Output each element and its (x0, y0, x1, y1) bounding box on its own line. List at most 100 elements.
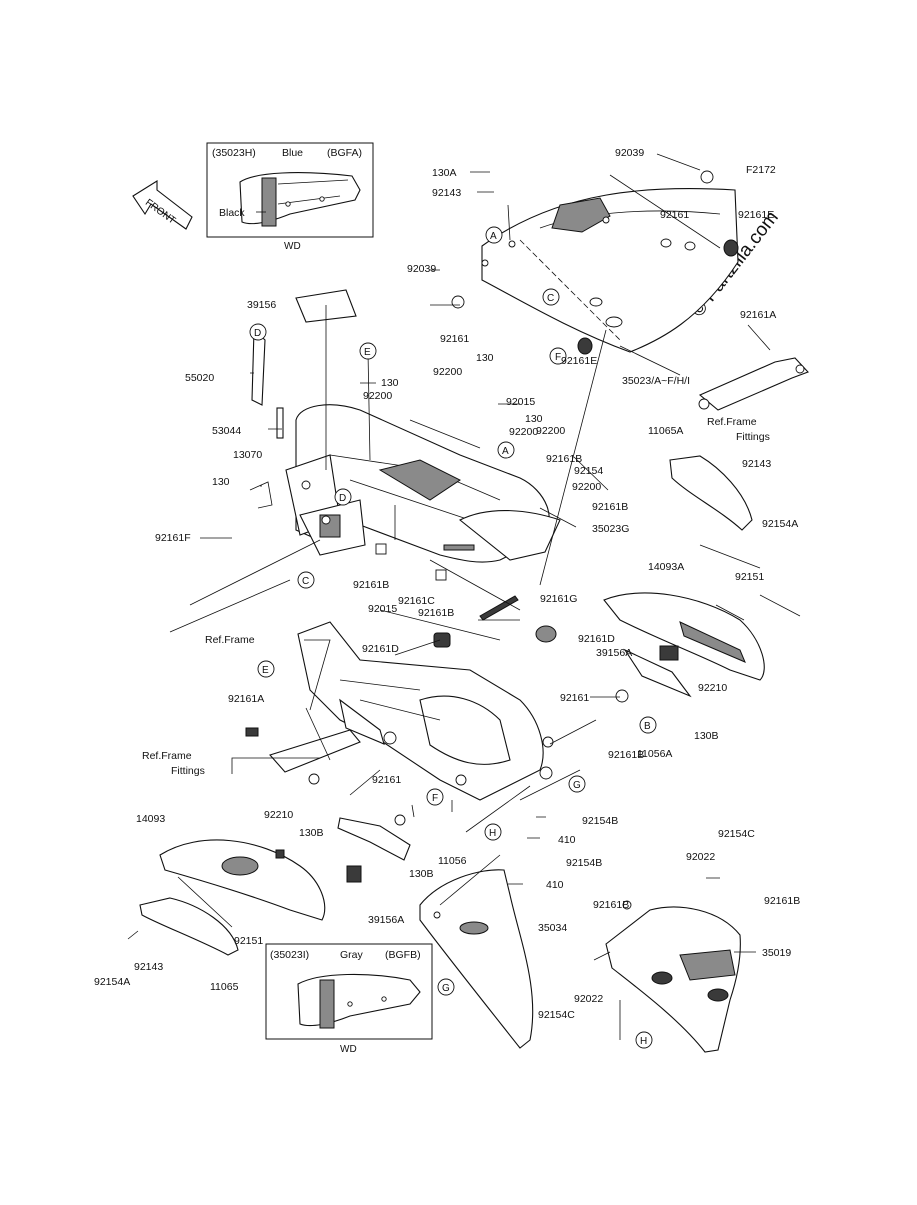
svg-text:D: D (254, 328, 261, 339)
part-label-92154a[interactable]: 92154A (762, 518, 798, 530)
inset-gray-color: Gray (340, 949, 364, 961)
part-label-35023-a-f-h-i[interactable]: 35023/A~F/H/I (622, 375, 690, 387)
svg-text:F: F (432, 793, 438, 804)
svg-text:C: C (302, 576, 309, 587)
part-label-130b[interactable]: 130B (409, 868, 434, 880)
part-label-92200[interactable]: 92200 (363, 390, 392, 402)
part-label-39156a[interactable]: 39156A (368, 914, 404, 926)
inset-gray-caption: WD (340, 1044, 357, 1055)
part-label-92161b[interactable]: 92161B (764, 895, 800, 907)
part-label-92161[interactable]: 92161 (440, 333, 469, 345)
part-label-92161b[interactable]: 92161B (418, 607, 454, 619)
part-label-92161e[interactable]: 92161E (561, 355, 597, 367)
part-label-130[interactable]: 130 (476, 352, 494, 364)
part-label-11056[interactable]: 11056 (438, 855, 467, 867)
part-label-35034[interactable]: 35034 (538, 922, 567, 934)
part-label-35023g[interactable]: 35023G (592, 523, 629, 535)
part-label-11056a[interactable]: 11056A (637, 748, 672, 760)
part-label-92039[interactable]: 92039 (407, 263, 436, 275)
part-label-92161d[interactable]: 92161D (578, 633, 615, 645)
svg-text:F: F (555, 352, 561, 363)
part-label-92015[interactable]: 92015 (368, 603, 397, 615)
part-label-92161b[interactable]: 92161B (353, 579, 389, 591)
part-label-92200[interactable]: 92200 (509, 426, 538, 438)
part-label-14093[interactable]: 14093 (136, 813, 165, 825)
side-cover-14093 (159, 839, 362, 921)
svg-text:D: D (339, 493, 346, 504)
part-label-130[interactable]: 130 (381, 377, 399, 389)
letter-e-mid: E (257, 660, 275, 678)
frame-fittings-top-right (698, 357, 809, 411)
part-label-130a[interactable]: 130A (432, 167, 457, 179)
ref-frame-mid: Ref.Frame (205, 634, 255, 646)
part-label-130[interactable]: 130 (212, 476, 230, 488)
part-label-92200[interactable]: 92200 (572, 481, 601, 493)
part-label-92161a[interactable]: 92161A (228, 693, 264, 705)
letter-g-bottom: G (437, 978, 455, 996)
part-label-92161b[interactable]: 92161B (546, 453, 582, 465)
part-label-92200[interactable]: 92200 (433, 366, 462, 378)
part-label-92143[interactable]: 92143 (432, 187, 461, 199)
part-label-92151[interactable]: 92151 (735, 571, 764, 583)
part-label-92210[interactable]: 92210 (698, 682, 727, 694)
part-label-92015[interactable]: 92015 (506, 396, 535, 408)
part-label-92161d[interactable]: 92161D (362, 643, 399, 655)
part-label-92161b[interactable]: 92161B (593, 899, 629, 911)
letter-a-mid: A (497, 441, 515, 459)
part-label-92154b[interactable]: 92154B (566, 857, 602, 869)
leader-lines (127, 153, 801, 1040)
part-label-92210[interactable]: 92210 (264, 809, 293, 821)
part-label-410[interactable]: 410 (546, 879, 564, 891)
part-label-92161a[interactable]: 92161A (740, 309, 776, 321)
part-label-39156[interactable]: 39156 (247, 299, 276, 311)
part-label-92154c[interactable]: 92154C (538, 1009, 575, 1021)
part-label-130b[interactable]: 130B (299, 827, 324, 839)
part-label-53044[interactable]: 53044 (212, 425, 241, 437)
part-label-14093a[interactable]: 14093A (648, 561, 684, 573)
inset-box-gray: (35023I) Gray (BGFB) WD (265, 943, 433, 1055)
part-label-92161g[interactable]: 92161G (540, 593, 577, 605)
part-label-92143[interactable]: 92143 (134, 961, 163, 973)
part-label-410[interactable]: 410 (558, 834, 576, 846)
part-label-92161[interactable]: 92161 (372, 774, 401, 786)
part-label-11065[interactable]: 11065 (210, 981, 239, 993)
part-label-13070[interactable]: 13070 (233, 449, 262, 461)
frame-fittings-left (245, 727, 361, 785)
part-label-92161f[interactable]: 92161F (155, 532, 191, 544)
part-label-92161b[interactable]: 92161B (592, 501, 628, 513)
part-label-92161c[interactable]: 92161C (398, 595, 435, 607)
letter-e-top: E (359, 342, 377, 360)
part-label-92161[interactable]: 92161 (560, 692, 589, 704)
bumpers (375, 543, 557, 648)
part-label-92154b[interactable]: 92154B (582, 815, 618, 827)
side-cover-14093a (603, 592, 765, 703)
part-label-39156a[interactable]: 39156A (596, 647, 632, 659)
part-label-92154a[interactable]: 92154A (94, 976, 130, 988)
part-label-92039[interactable]: 92039 (615, 147, 644, 159)
part-label-55020[interactable]: 55020 (185, 372, 214, 384)
part-label-92022[interactable]: 92022 (686, 851, 715, 863)
part-label-92161e[interactable]: 92161E (738, 209, 774, 221)
part-label-92151[interactable]: 92151 (234, 935, 263, 947)
part-label-92161b[interactable]: 92161B (608, 749, 644, 761)
ref-frame-fittings-left-2: Fittings (171, 765, 205, 777)
part-label-35019[interactable]: 35019 (762, 947, 791, 959)
part-label-11065a[interactable]: 11065A (648, 425, 683, 437)
letter-f-top: F (549, 347, 567, 365)
letter-d-left: D (249, 323, 267, 341)
front-arrow-icon: FRONT (132, 180, 193, 230)
svg-text:C: C (547, 293, 554, 304)
part-label-92143[interactable]: 92143 (742, 458, 771, 470)
part-label-92161[interactable]: 92161 (660, 209, 689, 221)
part-label-130[interactable]: 130 (525, 413, 543, 425)
part-label-92022[interactable]: 92022 (574, 993, 603, 1005)
part-label-92200[interactable]: 92200 (536, 425, 565, 437)
inset-gray-part: (35023I) (270, 949, 309, 961)
part-label-92154[interactable]: 92154 (574, 465, 603, 477)
inset-blue-color: Blue (282, 147, 303, 159)
part-label-130b[interactable]: 130B (694, 730, 719, 742)
bracket-11056 (337, 814, 411, 861)
inset-blue-side-label: Black (219, 207, 245, 219)
part-label-92154c[interactable]: 92154C (718, 828, 755, 840)
